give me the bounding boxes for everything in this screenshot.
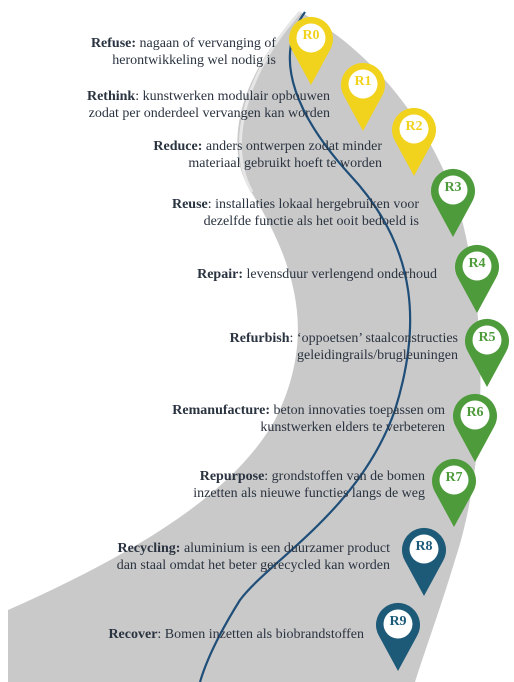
item-desc: levensduur verlengend onderhoud — [246, 267, 438, 282]
pin-r9: R9 — [373, 602, 423, 672]
item-desc: : ‘oppoetsen’ staalconstructies — [289, 331, 458, 346]
pin-r2: R2 — [389, 107, 439, 177]
item-r3: Reuse: installaties lokaal hergebruiken … — [172, 196, 419, 230]
item-desc: : Bomen inzetten als biobrandstoffen — [157, 627, 364, 642]
item-term: Remanufacture: — [172, 403, 271, 418]
item-r2: Reduce: anders ontwerpen zodat minder ma… — [153, 138, 382, 172]
pin-label: R7 — [445, 470, 463, 485]
pin-label: R9 — [389, 614, 407, 629]
item-desc: : grondstoffen van de bomen — [264, 469, 425, 484]
item-r7: Repurpose: grondstoffen van de bomen inz… — [193, 468, 425, 502]
pin-r7: R7 — [429, 458, 479, 528]
road-surface — [8, 12, 481, 682]
item-r5: Refurbish: ‘oppoetsen’ staalconstructies… — [230, 330, 458, 364]
item-r9: Recover: Bomen inzetten als biobrandstof… — [108, 626, 364, 643]
item-term: Repair: — [197, 267, 243, 282]
item-term: Repurpose — [199, 469, 265, 484]
pin-label: R3 — [444, 180, 462, 195]
pin-r6: R6 — [450, 393, 500, 463]
pin-label: R1 — [354, 74, 372, 89]
item-desc: kunstwerken elders te verbeteren — [260, 420, 445, 435]
pin-label: R4 — [468, 256, 486, 271]
road-edge-highlight — [238, 11, 302, 193]
pin-r3: R3 — [428, 168, 478, 238]
pin-r0: R0 — [286, 16, 336, 86]
pin-label: R6 — [466, 405, 484, 420]
item-desc: dezelfde functie als het ooit bedoeld is — [203, 214, 419, 229]
item-desc: materiaal gebruikt hoeft te worden — [188, 156, 382, 171]
item-desc: geleidingrails/brugleuningen — [297, 348, 458, 363]
pin-label: R0 — [302, 28, 320, 43]
item-r0: Refuse: nagaan of vervanging of herontwi… — [91, 35, 276, 69]
item-term: Reduce: — [153, 139, 203, 154]
item-r8: Recycling: aluminium is een duurzamer pr… — [117, 540, 390, 574]
pin-label: R8 — [415, 539, 433, 554]
item-desc: beton innovaties toepassen om — [273, 403, 445, 418]
item-desc: dan staal omdat het beter gerecycled kan… — [116, 558, 390, 573]
pin-r8: R8 — [399, 527, 449, 597]
item-term: Recycling: — [117, 541, 181, 556]
item-desc: anders ontwerpen zodat minder — [205, 139, 382, 154]
pin-r4: R4 — [452, 244, 502, 314]
item-term: Reuse — [171, 197, 208, 212]
item-term: Recover — [108, 627, 158, 642]
item-term: Rethink — [86, 89, 136, 104]
item-r6: Remanufacture: beton innovaties toepasse… — [172, 402, 445, 436]
item-r1: Rethink: kunstwerken modulair opbouwen z… — [87, 88, 330, 122]
item-desc: : kunstwerken modulair opbouwen — [135, 89, 330, 104]
item-desc: inzetten als nieuwe functies langs de we… — [193, 486, 425, 501]
item-desc: herontwikkeling wel nodig is — [112, 53, 276, 68]
pin-r1: R1 — [338, 62, 388, 132]
pin-label: R2 — [405, 119, 423, 134]
pin-label: R5 — [478, 330, 496, 345]
item-term: Refurbish — [229, 331, 290, 346]
item-desc: nagaan of vervanging of — [139, 36, 276, 51]
pin-r5: R5 — [462, 318, 512, 388]
item-desc: zodat per onderdeel vervangen kan worden — [88, 106, 330, 121]
item-term: Refuse: — [90, 36, 137, 51]
item-desc: : installaties lokaal hergebruiken voor — [207, 197, 419, 212]
item-r4: Repair: levensduur verlengend onderhoud — [197, 266, 437, 283]
road-center-line — [198, 11, 412, 682]
item-desc: aluminium is een duurzamer product — [183, 541, 390, 556]
